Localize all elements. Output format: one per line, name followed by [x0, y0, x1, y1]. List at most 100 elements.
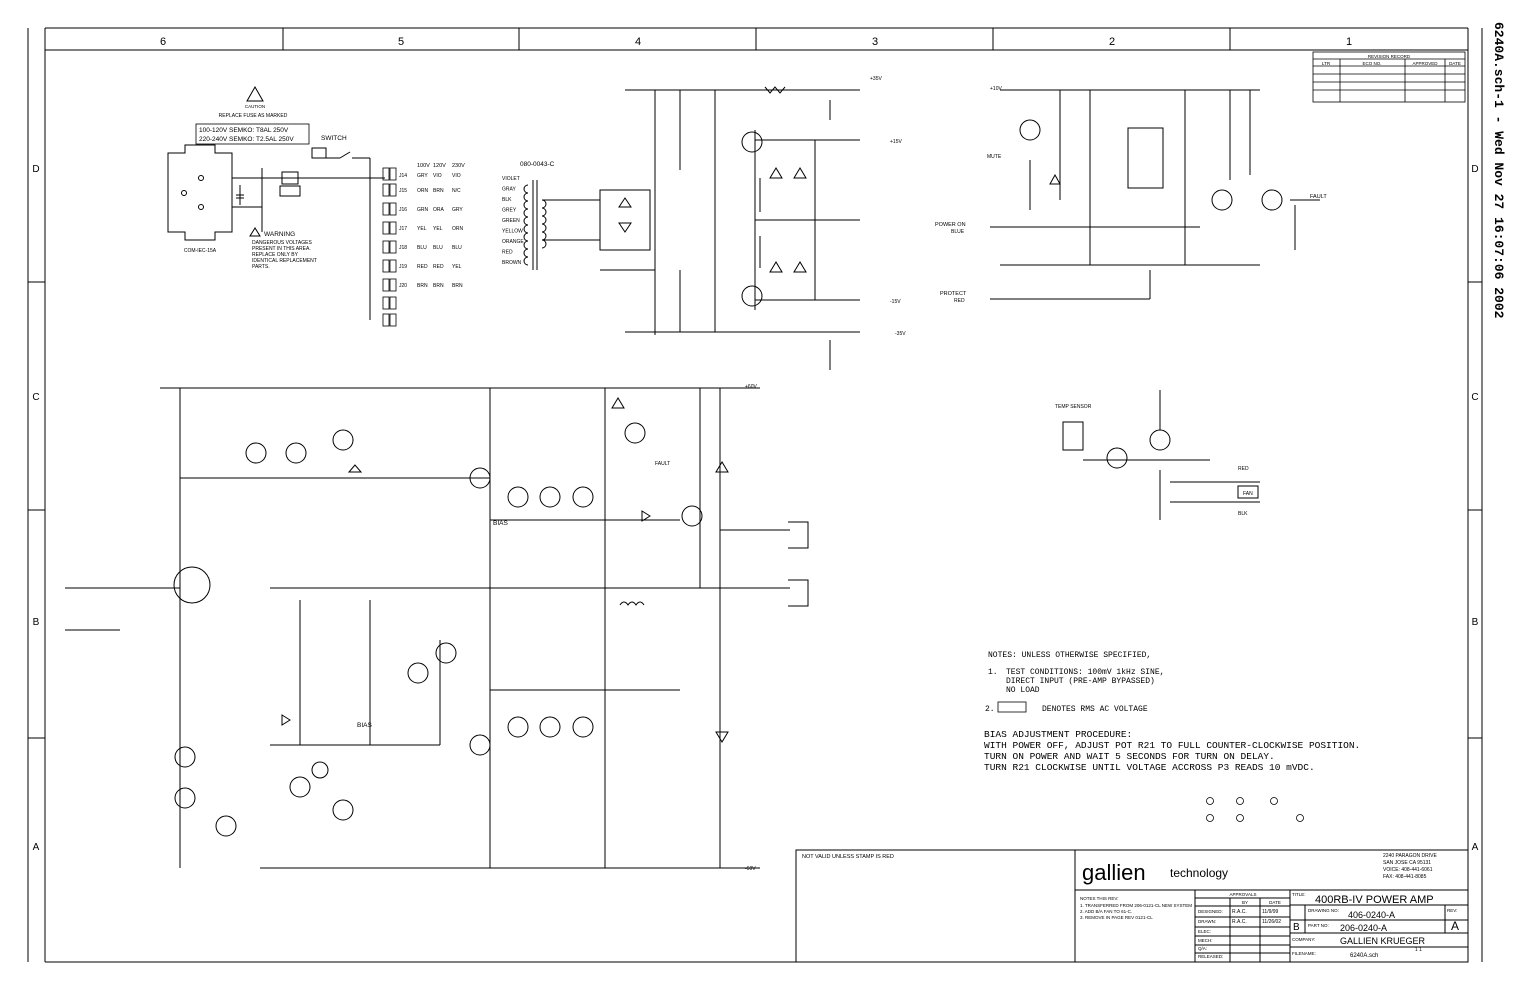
size-letter: B	[1293, 922, 1300, 933]
company-name: GALLIEN KRUEGER	[1340, 936, 1426, 946]
rev-notes-title: NOTES THIS REV:	[1080, 896, 1119, 901]
note-1-line-3: NO LOAD	[1006, 686, 1040, 695]
rail-neg15: -15V	[890, 299, 901, 305]
notes-title: NOTES: UNLESS OTHERWISE SPECIFIED,	[988, 651, 1151, 660]
warning-line-5: PARTS.	[252, 264, 270, 270]
zone-col-3: 3	[872, 36, 878, 48]
transformer-part: 080-0043-C	[520, 161, 555, 168]
temp-sensor-label: TEMP SENSOR	[1055, 404, 1092, 410]
fuse-rating-box	[195, 123, 310, 145]
net-fault-amp: FAULT	[655, 461, 670, 467]
address-line-2: SAN JOSE CA 95131	[1383, 860, 1431, 866]
fan-label: FAN	[1243, 491, 1253, 497]
role-released: RELEASED:	[1198, 954, 1223, 959]
zone-row-c-left: C	[32, 392, 39, 403]
iec-inlet	[167, 144, 385, 320]
bias-step-2: TURN ON POWER AND WAIT 5 SECONDS FOR TUR…	[984, 751, 1275, 762]
voltage-row-cell: GRN	[417, 207, 429, 213]
net-mute: MUTE	[987, 154, 1002, 160]
zone-col-5: 5	[398, 36, 404, 48]
bias-step-1: WITH POWER OFF, ADJUST POT R21 TO FULL C…	[984, 740, 1360, 751]
zone-col-6: 6	[160, 36, 166, 48]
voltage-row-jack: J15	[399, 188, 407, 194]
revision-col-ltr: LTR	[1322, 61, 1331, 66]
voltage-row-jack: J19	[399, 264, 407, 270]
drawing-frame	[27, 27, 1483, 963]
filename-label: FILENAME:	[1292, 951, 1316, 956]
caution-subtitle: REPLACE FUSE AS MARKED	[219, 113, 288, 119]
voltage-row-cell: VIO	[433, 173, 442, 179]
voltage-row-cell: RED	[417, 264, 428, 270]
note-1-line-1: TEST CONDITIONS: 100mV 1kHz SINE,	[1006, 668, 1164, 677]
warning-line-2: PRESENT IN THIS AREA.	[252, 246, 311, 252]
note-1-number: 1.	[988, 668, 998, 677]
voltage-row-cell: BLU	[433, 245, 443, 251]
rms-box-symbol	[997, 701, 1027, 713]
revision-col-eco: ECO NO.	[1362, 61, 1381, 66]
part-no-label: PART NO:	[1308, 923, 1329, 928]
voltage-row-jack: J20	[399, 283, 407, 289]
net-fault-out: FAULT	[1310, 194, 1327, 200]
voltage-row-cell: VIO	[452, 173, 461, 179]
drawing-no-label: DRAWING NO:	[1308, 908, 1339, 913]
net-protect-color: RED	[954, 298, 965, 304]
fuse-rating-2: 220-240V SEMKO: T2.5AL 250V	[199, 136, 294, 143]
voltage-row-cell: BRN	[433, 188, 444, 194]
voltage-row-jack: J14	[399, 173, 407, 179]
zone-row-d-left: D	[32, 164, 39, 175]
zone-row-b-right: B	[1472, 617, 1479, 628]
protect-circuit	[990, 89, 1320, 300]
note-2-number: 2.	[985, 705, 995, 714]
fan-wire-blk: BLK	[1238, 511, 1248, 517]
role-mech: MECH:	[1198, 938, 1213, 943]
zone-row-b-left: B	[33, 617, 40, 628]
revision-col-date: DATE	[1449, 61, 1461, 66]
voltage-row-cell: GRY	[452, 207, 463, 213]
note-2-text: DENOTES RMS AC VOLTAGE	[1042, 705, 1148, 714]
voltage-row-jack: J17	[399, 226, 407, 232]
transformer-tap-label: VIOLET	[502, 176, 520, 182]
transformer-tap-label: GREEN	[502, 218, 520, 224]
transformer-taps: VIOLETGRAYBLKGREYGREENYELLOWORANGEREDBRO…	[502, 176, 524, 266]
voltage-row-cell: BRN	[433, 283, 444, 289]
address-line-3: VOICE: 408-441-6061	[1383, 867, 1433, 873]
designed-by: R.A.C.	[1232, 909, 1247, 915]
drawn-date: 11/26/02	[1262, 919, 1281, 925]
rail-pos15: +15V	[890, 139, 902, 145]
switch-label: SWITCH	[321, 135, 347, 142]
rail-neg35: -35V	[895, 331, 906, 337]
zone-row-a-left: A	[33, 842, 40, 853]
rail-neg60: -60V	[745, 866, 756, 872]
voltage-row-cell: BRN	[417, 283, 428, 289]
transformer-tap-label: BROWN	[502, 260, 522, 266]
rev-letter: A	[1451, 919, 1459, 933]
address-line-1: 2240 PARAGON DRIVE	[1383, 853, 1437, 859]
company-logo-suffix: technology	[1170, 866, 1228, 880]
transformer-tap-label: YELLOW	[502, 229, 523, 235]
role-elec: ELEC:	[1198, 929, 1211, 934]
approvals-col-date: DATE	[1269, 900, 1281, 905]
part-no: 206-0240-A	[1340, 923, 1387, 933]
zone-col-1: 1	[1346, 36, 1352, 48]
title-block-frame	[795, 849, 1469, 963]
approvals-heading: APPROVALS	[1230, 892, 1257, 897]
voltage-row-cell: N/C	[452, 188, 461, 194]
zone-col-2: 2	[1109, 36, 1115, 48]
rev-label: REV:	[1447, 908, 1457, 913]
transformer-tap-label: BLK	[502, 197, 512, 203]
voltage-col-120: 120V	[433, 163, 446, 169]
transformer-tap-label: GREY	[502, 208, 517, 214]
note-1-line-2: DIRECT INPUT (PRE-AMP BYPASSED)	[1006, 677, 1155, 686]
rev-note-3: 3. REMOVE IN PAGE REV 0121-CL	[1080, 915, 1153, 920]
warning-line-1: DANGEROUS VOLTAGES	[252, 240, 312, 246]
zone-col-4: 4	[635, 36, 641, 48]
role-designed: DESIGNED:	[1198, 909, 1223, 914]
revision-record-title: REVISION RECORD	[1368, 54, 1411, 59]
amp-rails	[65, 387, 1260, 869]
zone-row-c-right: C	[1471, 392, 1478, 403]
voltage-row-cell: YEL	[433, 226, 443, 232]
role-drawn: DRAWN:	[1198, 919, 1216, 924]
caution-triangle-icon	[246, 85, 264, 102]
rail-pos35: +35V	[870, 76, 882, 82]
